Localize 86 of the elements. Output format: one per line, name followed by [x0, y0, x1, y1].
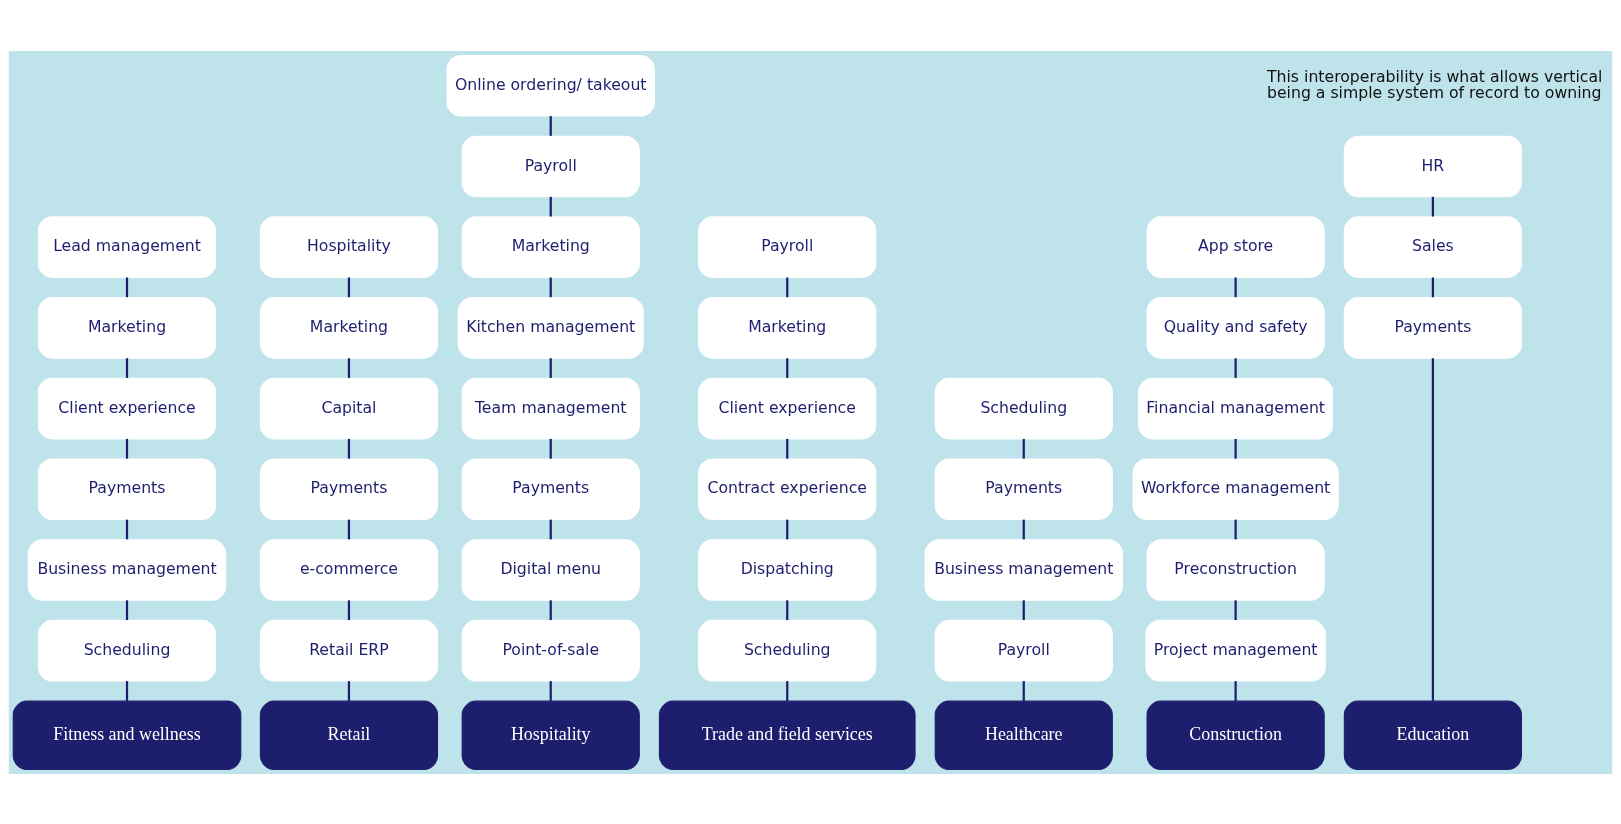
node-box: Lead management [37, 215, 217, 278]
connector [125, 438, 129, 459]
node-box: Construction [1146, 700, 1325, 770]
node-box: Preconstruction [1146, 538, 1325, 601]
node-box: Fitness and wellness [12, 700, 242, 770]
connector [347, 438, 351, 459]
node-box: Client experience [37, 377, 217, 439]
connector [549, 599, 552, 620]
node-box: Payments [934, 457, 1113, 520]
node-box: Client experience [698, 377, 877, 439]
connector [347, 277, 351, 297]
node-box: Marketing [698, 296, 877, 359]
node-box: Retail [259, 700, 439, 770]
node-box: Kitchen management [457, 296, 644, 359]
node-box: Capital [259, 377, 439, 439]
node-box: e-commerce [259, 538, 439, 601]
node-box: Payments [1343, 296, 1522, 359]
node-box: Business management [27, 538, 227, 601]
node-box: Point-of-sale [461, 619, 640, 681]
connector [125, 519, 129, 539]
node-box: Financial management [1138, 377, 1334, 439]
connector [125, 357, 129, 378]
node-box: Online ordering/ takeout [446, 54, 655, 117]
connector [786, 519, 789, 539]
connector [786, 680, 789, 701]
connector [1431, 196, 1434, 217]
node-box: Education [1343, 700, 1522, 770]
connector [1234, 599, 1237, 620]
node-box: Business management [924, 538, 1123, 601]
connector [1234, 680, 1237, 701]
node-box: Healthcare [934, 700, 1113, 770]
node-box: Marketing [259, 296, 439, 359]
node-box: HR [1343, 135, 1522, 197]
connector [549, 277, 552, 297]
node-box: Payments [37, 457, 217, 520]
connector [549, 196, 552, 217]
node-box: App store [1146, 215, 1325, 278]
node-box: Marketing [37, 296, 217, 359]
connector [786, 277, 789, 297]
node-box: Payments [461, 457, 640, 520]
connector [549, 680, 552, 701]
connector [549, 115, 552, 136]
connector [549, 438, 552, 459]
connector [125, 277, 129, 297]
connector [1022, 680, 1025, 701]
connector [347, 519, 351, 539]
connector [125, 599, 129, 620]
node-box: Dispatching [698, 538, 877, 601]
connector [1234, 277, 1237, 297]
node-box: Team management [461, 377, 640, 439]
connector [786, 357, 789, 378]
node-box: Project management [1145, 619, 1326, 681]
connector [786, 438, 789, 459]
node-box: Retail ERP [259, 619, 439, 681]
node-box: Quality and safety [1146, 296, 1325, 359]
node-box: Trade and field services [658, 700, 916, 770]
connector [1431, 277, 1434, 297]
connector [347, 680, 351, 701]
connector [125, 680, 129, 701]
node-box: Payroll [934, 619, 1113, 681]
label: This interoperability is what allows vertical [1267, 65, 1603, 85]
node-box: Scheduling [934, 377, 1113, 439]
node-box: Digital menu [461, 538, 640, 601]
connector [1431, 357, 1434, 701]
connector [1234, 519, 1237, 539]
node-box: Payroll [698, 215, 877, 278]
node-box: Contract experience [698, 457, 877, 520]
connector [1234, 438, 1237, 459]
node-box: Payments [259, 457, 439, 520]
node-box: Hospitality [461, 700, 640, 770]
node-box: Scheduling [37, 619, 217, 681]
node-box: Hospitality [259, 215, 439, 278]
connector [347, 599, 351, 620]
connector [347, 357, 351, 378]
node-box: Scheduling [698, 619, 877, 681]
connector [1022, 519, 1025, 539]
connector [786, 599, 789, 620]
connector [549, 357, 552, 378]
node-box: Workforce management [1132, 457, 1339, 520]
connector [549, 519, 552, 539]
node-box: Sales [1343, 215, 1522, 278]
connector [1234, 357, 1237, 378]
node-box: Marketing [461, 215, 640, 278]
node-box: Payroll [461, 135, 640, 197]
connector [1022, 438, 1025, 459]
connector [1022, 599, 1025, 620]
